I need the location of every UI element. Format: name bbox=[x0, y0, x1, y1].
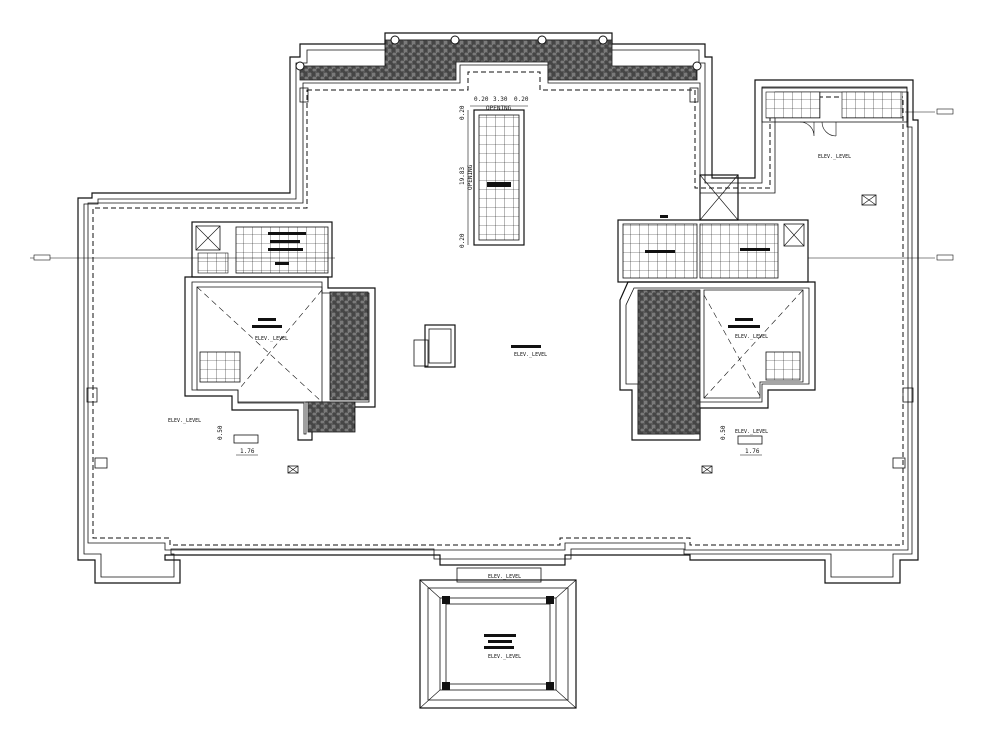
opening-length-label: OPENING bbox=[467, 164, 474, 190]
bottom-porch-level: ELEV._LEVEL bbox=[488, 654, 521, 660]
side-markers bbox=[86, 87, 914, 469]
left-dim-vertical: 0.50 bbox=[217, 425, 224, 440]
opening-end-dim-bottom: 0.20 bbox=[459, 233, 466, 248]
right-dim-vertical: 0.50 bbox=[720, 425, 727, 440]
left-room-level: ELEV._LEVEL bbox=[255, 336, 288, 342]
center-hatch-box bbox=[413, 324, 456, 368]
right-room bbox=[619, 281, 816, 441]
opening-label: OPENING bbox=[486, 105, 512, 112]
right-room-level: ELEV._LEVEL bbox=[735, 334, 768, 340]
opening-dim-right: 0.20 bbox=[514, 96, 529, 103]
opening-dim-left: 0.20 bbox=[474, 96, 489, 103]
left-stair-block bbox=[191, 221, 333, 278]
top-tiled-band bbox=[295, 35, 702, 81]
right-dim-block bbox=[701, 435, 763, 474]
outer-wall bbox=[77, 32, 919, 584]
section-lines bbox=[30, 108, 954, 261]
right-dim-horizontal: 1.76 bbox=[745, 448, 760, 455]
bottom-porch bbox=[419, 567, 577, 709]
top-right-block bbox=[761, 87, 908, 206]
right-area-level: ELEV._LEVEL bbox=[735, 429, 768, 435]
parapet-dashed-line bbox=[92, 71, 904, 546]
central-opening bbox=[467, 105, 528, 246]
left-room bbox=[184, 276, 376, 441]
center-level: ELEV._LEVEL bbox=[514, 352, 547, 358]
left-dim-horizontal: 1.76 bbox=[240, 448, 255, 455]
opening-dim-middle: 3.30 bbox=[493, 96, 508, 103]
left-dim-block bbox=[233, 434, 299, 474]
opening-end-dim-top: 0.20 bbox=[459, 105, 466, 120]
opening-length: 19.83 bbox=[459, 167, 466, 185]
left-area-level: ELEV._LEVEL bbox=[168, 418, 201, 424]
top-right-level: ELEV._LEVEL bbox=[818, 154, 851, 160]
right-stair-block bbox=[617, 174, 809, 283]
bottom-porch-top-level: ELEV._LEVEL bbox=[488, 574, 521, 580]
